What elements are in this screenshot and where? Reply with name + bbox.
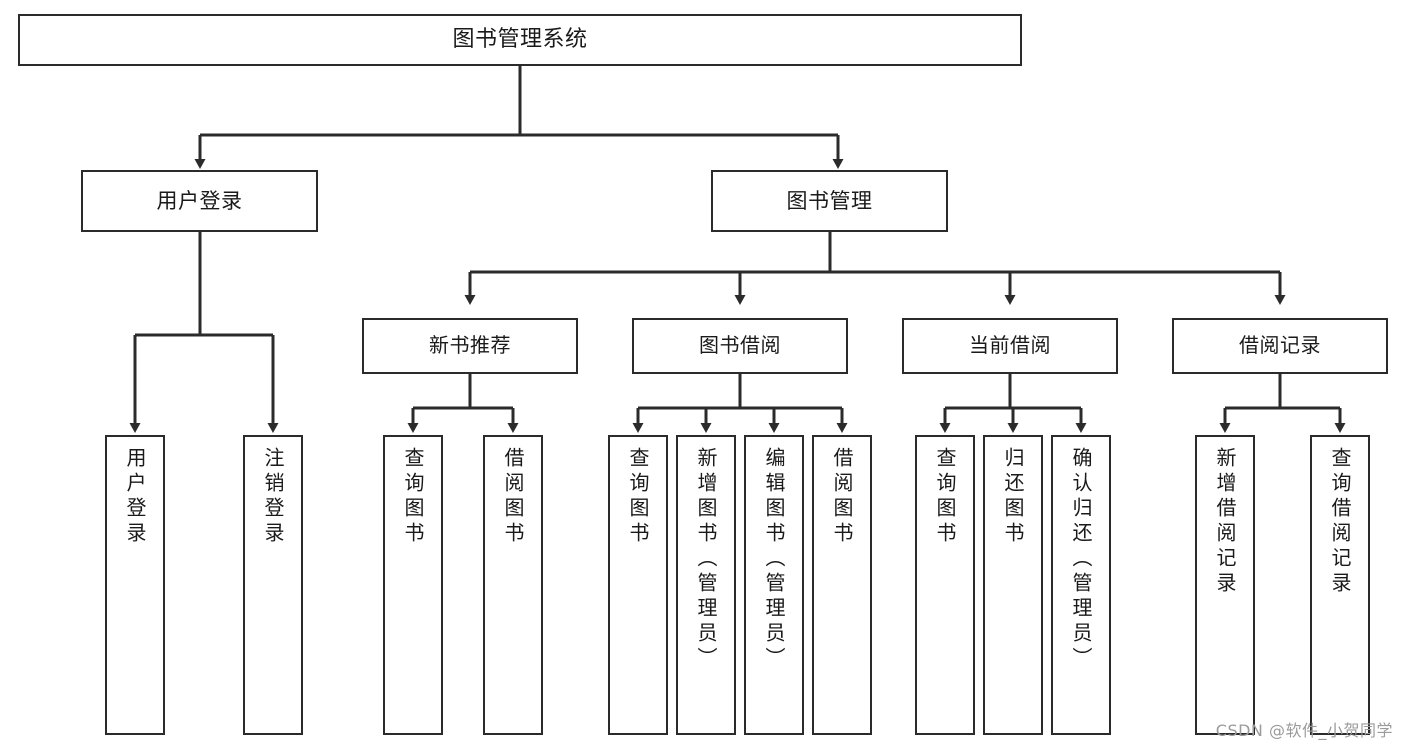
leaf-book-borrow-edit[interactable]: 编辑图书（管理员） (744, 435, 804, 735)
node-new-books[interactable]: 新书推荐 (362, 318, 578, 374)
node-user-login[interactable]: 用户登录 (81, 170, 318, 232)
node-current-borrow[interactable]: 当前借阅 (902, 318, 1118, 374)
node-borrow-records[interactable]: 借阅记录 (1172, 318, 1388, 374)
leaf-current-borrow-query-label: 查询图书 (933, 447, 957, 547)
node-current-borrow-label: 当前借阅 (969, 333, 1051, 358)
node-new-books-label: 新书推荐 (429, 333, 511, 358)
leaf-book-borrow-borrow[interactable]: 借阅图书 (812, 435, 872, 735)
leaf-borrow-records-query-label: 查询借阅记录 (1328, 447, 1352, 597)
leaf-borrow-records-add-label: 新增借阅记录 (1213, 447, 1237, 597)
node-root-label: 图书管理系统 (452, 27, 588, 53)
node-borrow-records-label: 借阅记录 (1239, 333, 1321, 358)
csdn-watermark: CSDN @软件_小贺同学 (1215, 721, 1393, 740)
node-book-manage[interactable]: 图书管理 (711, 170, 948, 232)
node-book-manage-label: 图书管理 (786, 188, 873, 213)
leaf-book-borrow-add[interactable]: 新增图书（管理员） (676, 435, 736, 735)
leaf-user-login-logout[interactable]: 注销登录 (243, 435, 303, 735)
leaf-book-borrow-query[interactable]: 查询图书 (608, 435, 668, 735)
node-book-borrow[interactable]: 图书借阅 (632, 318, 848, 374)
leaf-current-borrow-query[interactable]: 查询图书 (915, 435, 975, 735)
node-book-borrow-label: 图书借阅 (699, 333, 781, 358)
node-user-login-label: 用户登录 (156, 188, 243, 213)
leaf-current-borrow-confirm[interactable]: 确认归还（管理员） (1051, 435, 1111, 735)
leaf-book-borrow-edit-label: 编辑图书（管理员） (762, 447, 786, 672)
leaf-user-login-login[interactable]: 用户登录 (105, 435, 165, 735)
leaf-book-borrow-query-label: 查询图书 (626, 447, 650, 547)
leaf-new-books-borrow[interactable]: 借阅图书 (483, 435, 543, 735)
leaf-book-borrow-add-label: 新增图书（管理员） (694, 447, 718, 672)
leaf-book-borrow-borrow-label: 借阅图书 (830, 447, 854, 547)
leaf-current-borrow-return-label: 归还图书 (1001, 447, 1025, 547)
leaf-borrow-records-add[interactable]: 新增借阅记录 (1195, 435, 1255, 735)
leaf-current-borrow-confirm-label: 确认归还（管理员） (1069, 447, 1093, 672)
leaf-new-books-borrow-label: 借阅图书 (501, 447, 525, 547)
node-root[interactable]: 图书管理系统 (18, 14, 1022, 66)
leaf-new-books-query-label: 查询图书 (401, 447, 425, 547)
leaf-borrow-records-query[interactable]: 查询借阅记录 (1310, 435, 1370, 735)
leaf-new-books-query[interactable]: 查询图书 (383, 435, 443, 735)
leaf-user-login-login-label: 用户登录 (123, 447, 147, 547)
leaf-user-login-logout-label: 注销登录 (261, 447, 285, 547)
leaf-current-borrow-return[interactable]: 归还图书 (983, 435, 1043, 735)
